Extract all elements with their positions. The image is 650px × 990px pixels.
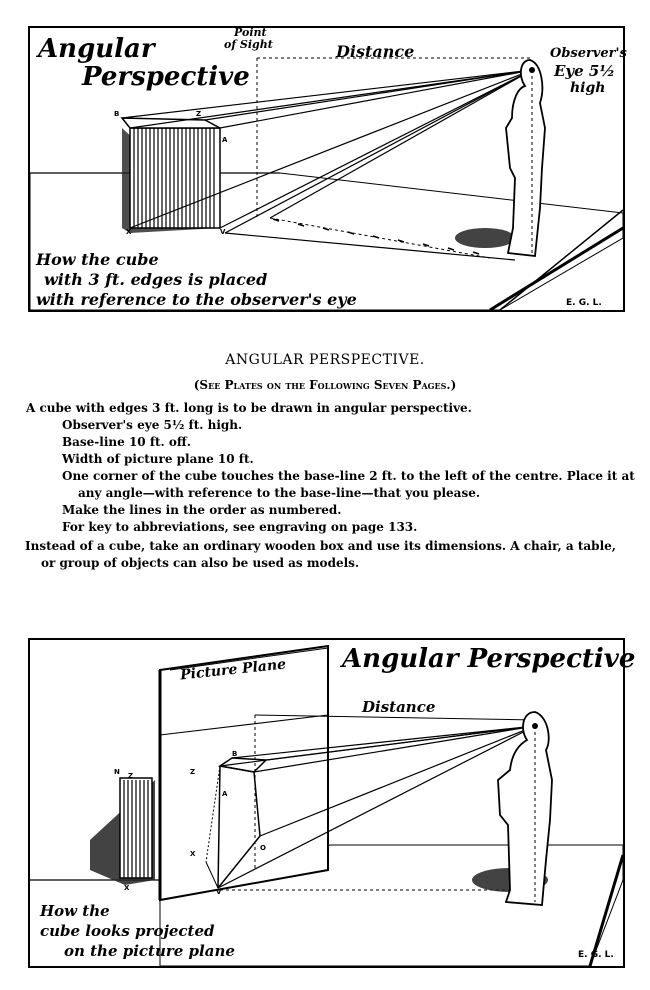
plate-title-line2: Perspective bbox=[82, 62, 250, 92]
observer-label-1: Observer's bbox=[550, 46, 627, 61]
observer-figure bbox=[505, 59, 546, 257]
label-B: B bbox=[114, 110, 120, 118]
label-X: X bbox=[190, 850, 196, 858]
bottom-plate-drawing bbox=[30, 644, 623, 966]
instruction-line: Base-line 10 ft. off. bbox=[62, 435, 191, 449]
section-subheading: (See Plates on the Following Seven Pages… bbox=[193, 378, 457, 392]
base-line bbox=[224, 232, 516, 261]
observer-label-2: Eye 5½ bbox=[554, 62, 615, 80]
caption-line2: cube looks projected bbox=[40, 922, 215, 940]
label-N: N bbox=[114, 768, 120, 776]
label-Z: Z bbox=[128, 772, 134, 780]
caption-line2: with 3 ft. edges is placed bbox=[44, 270, 268, 289]
plate-title-line1: Angular bbox=[38, 34, 155, 64]
section-heading: ANGULAR PERSPECTIVE. bbox=[225, 352, 425, 368]
label-X2: X bbox=[124, 884, 130, 892]
observer-label-3: high bbox=[570, 80, 606, 96]
bottom-plate: Angular Perspective Picture Plane Distan… bbox=[28, 638, 635, 968]
instruction-line: One corner of the cube touches the base-… bbox=[62, 469, 635, 500]
instruction-line: Width of picture plane 10 ft. bbox=[62, 452, 254, 466]
plate-title: Angular Perspective bbox=[342, 644, 636, 674]
signature: E. G. L. bbox=[578, 950, 614, 960]
label-V: V bbox=[216, 888, 222, 896]
point-of-sight-label-2: of Sight bbox=[224, 38, 273, 51]
caption-line3: on the picture plane bbox=[64, 942, 235, 960]
instruction-line: Observer's eye 5½ ft. high. bbox=[62, 418, 243, 432]
instruction-line: A cube with edges 3 ft. long is to be dr… bbox=[26, 401, 472, 415]
top-plate: Angular Perspective Point of Sight Dista… bbox=[28, 26, 627, 312]
label-V: V bbox=[220, 228, 226, 236]
distance-label: Distance bbox=[336, 42, 415, 61]
instruction-line: For key to abbreviations, see engraving … bbox=[62, 520, 418, 534]
signature: E. G. L. bbox=[566, 298, 602, 308]
caption-line1: How the cube bbox=[36, 250, 159, 269]
label-X: X bbox=[126, 228, 132, 236]
point-of-sight-label-1: Point bbox=[234, 26, 267, 39]
caption-line1: How the bbox=[40, 902, 110, 920]
distance-label: Distance bbox=[362, 698, 436, 716]
picture-plane bbox=[159, 644, 329, 902]
label-A: A bbox=[222, 136, 228, 144]
instructions-block: ANGULAR PERSPECTIVE. (See Plates on the … bbox=[0, 352, 650, 572]
top-plate-drawing bbox=[30, 57, 623, 310]
label-B: B bbox=[232, 750, 238, 758]
base-line-ticks bbox=[272, 218, 480, 255]
caption-line3: with reference to the observer's eye bbox=[36, 290, 357, 309]
instruction-line: Instead of a cube, take an ordinary wood… bbox=[25, 539, 616, 570]
label-O: O bbox=[260, 844, 266, 852]
visual-rays bbox=[121, 69, 533, 234]
label-A: A bbox=[222, 790, 228, 798]
observer-figure bbox=[497, 711, 553, 906]
label-Z: Z bbox=[196, 110, 202, 118]
label-Z2: Z bbox=[190, 768, 196, 776]
instruction-line: Make the lines in the order as numbered. bbox=[62, 503, 342, 517]
